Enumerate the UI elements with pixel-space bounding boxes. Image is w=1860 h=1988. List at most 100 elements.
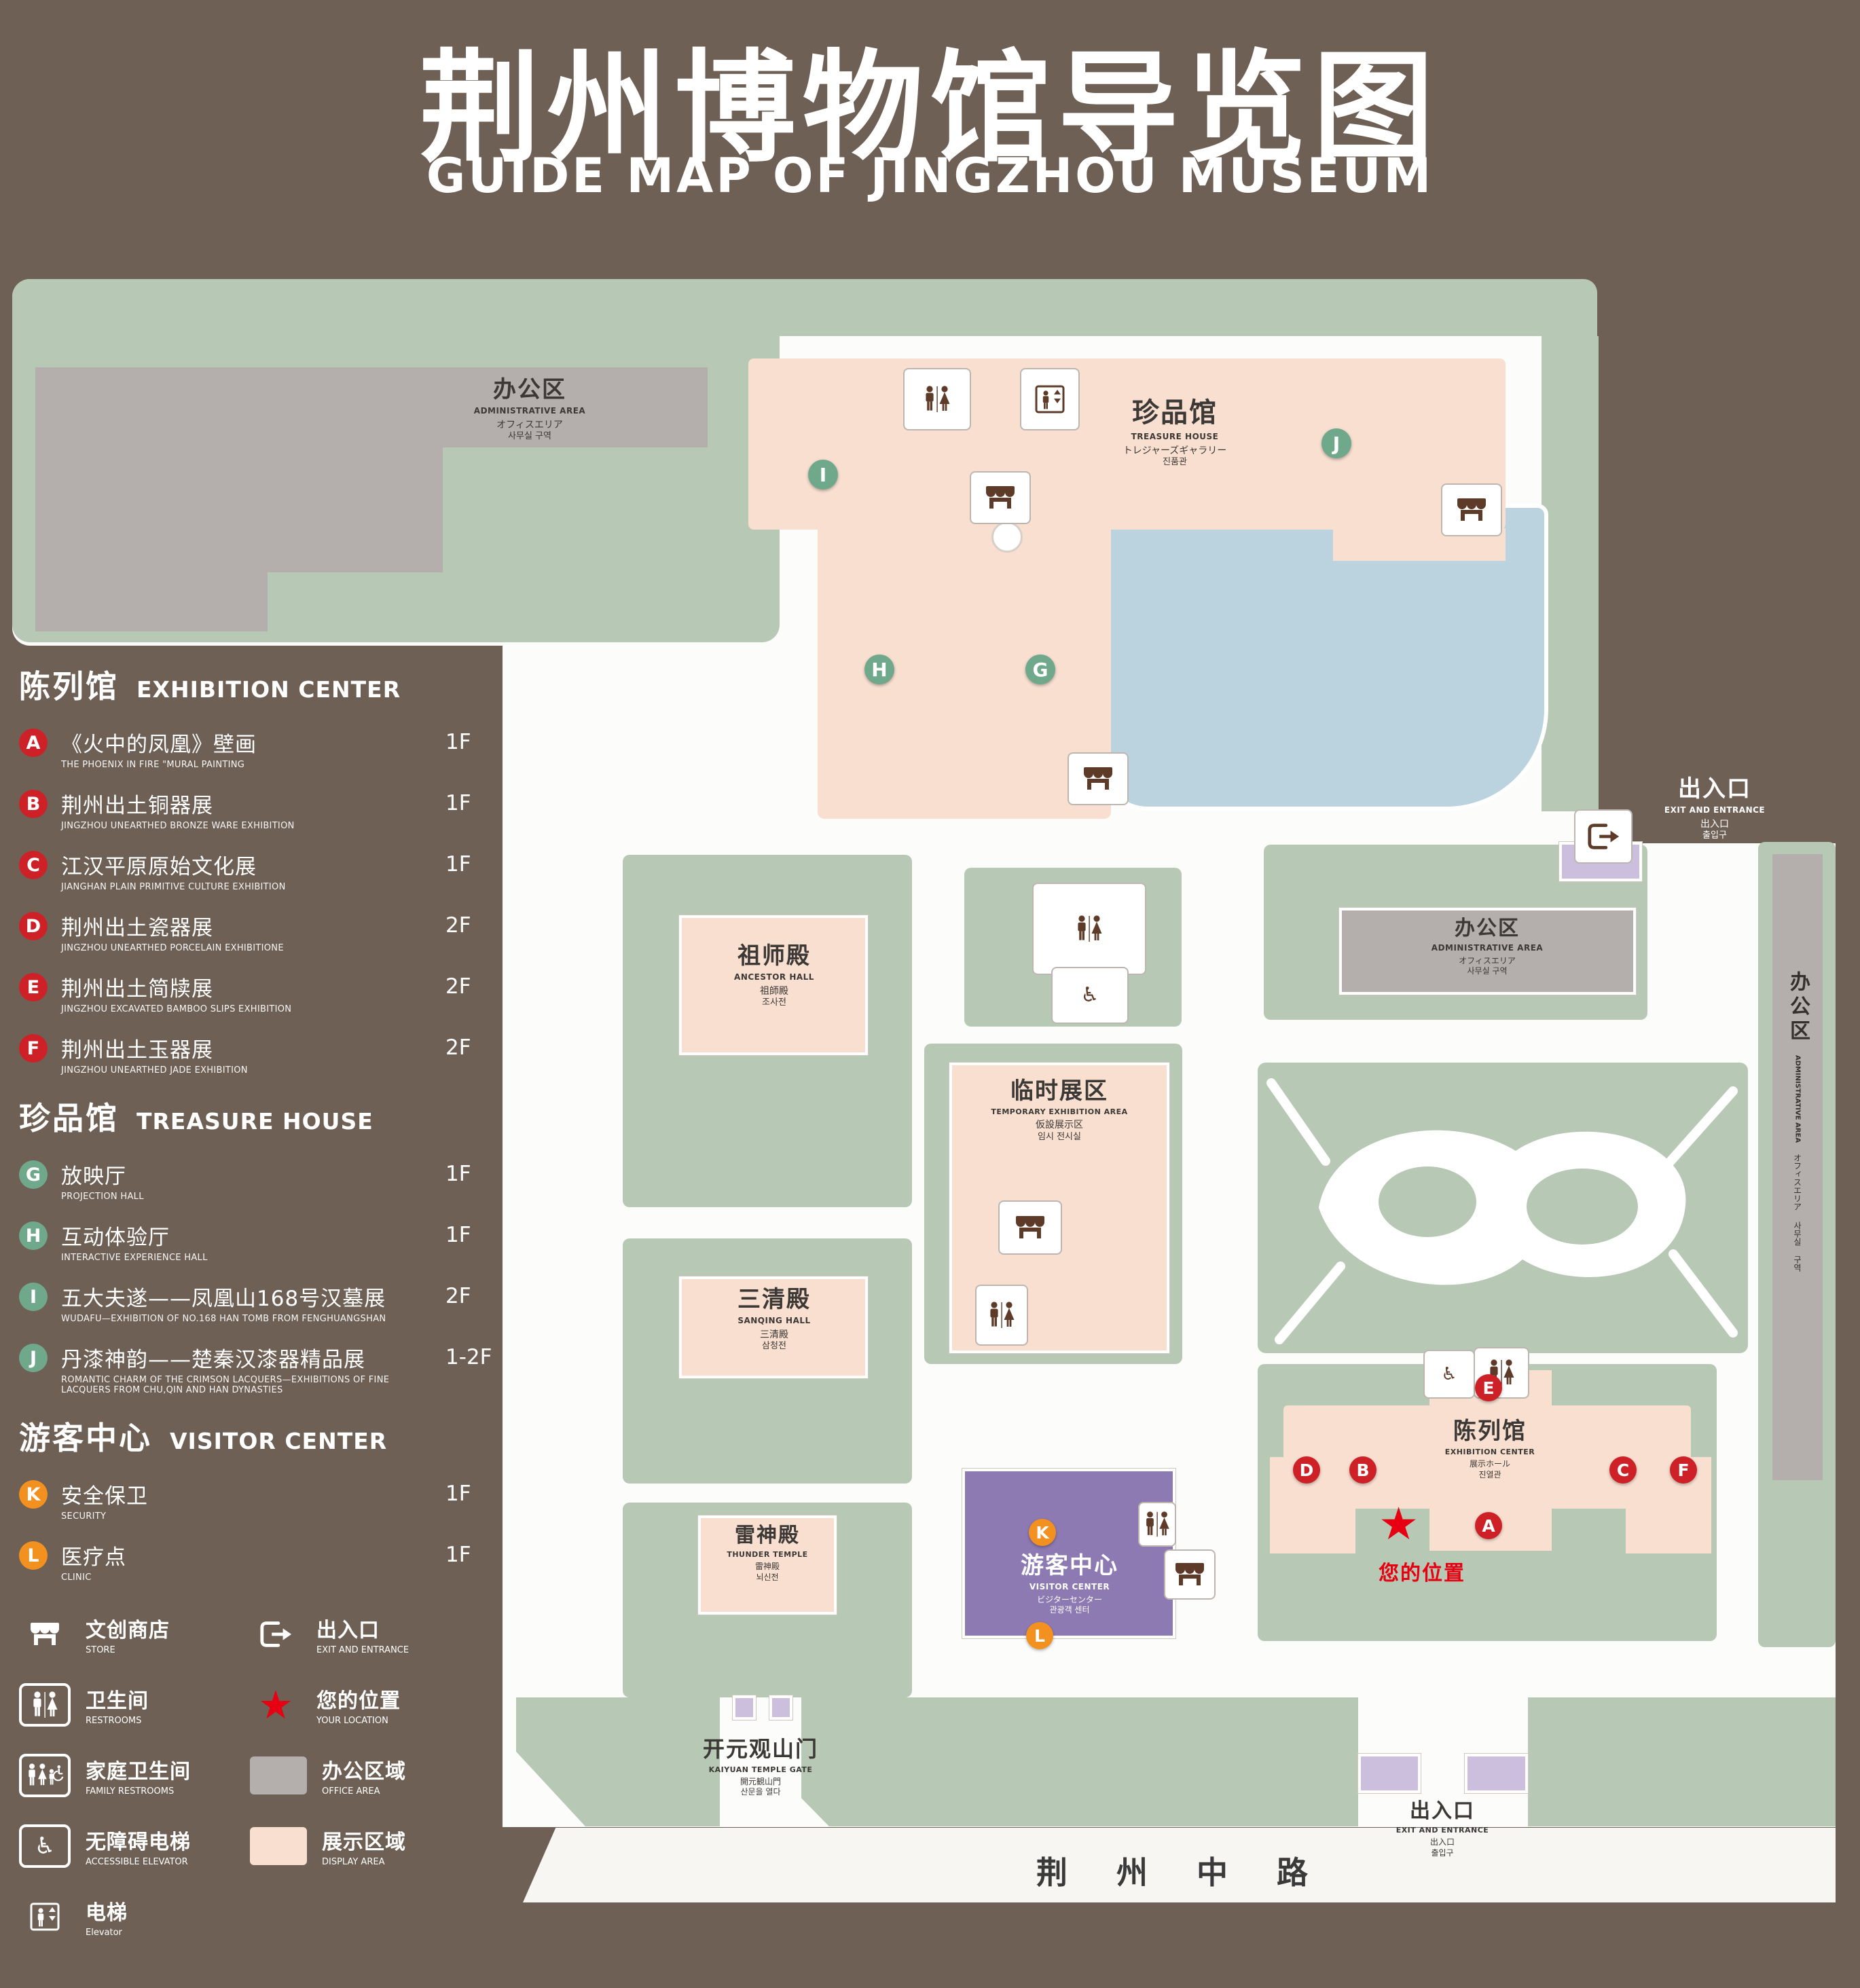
- store-icon: [1447, 490, 1496, 530]
- item-en: JINGZHOU UNEARTHED BRONZE WARE EXHIBITIO…: [61, 821, 295, 831]
- road: [523, 1828, 1836, 1902]
- road-label: 荆 州 中 路: [1036, 1854, 1328, 1891]
- icon-label-en: YOUR LOCATION: [316, 1716, 388, 1726]
- your-location-label: 您的位置: [1379, 1562, 1465, 1585]
- restroom-icon: [1142, 1506, 1172, 1543]
- label-en: ADMINISTRATIVE AREA: [473, 406, 586, 416]
- ancestor-hall-label: 祖师殿 ANCESTOR HALL 祖師殿 조사전: [686, 941, 862, 1009]
- item-en: SECURITY: [61, 1511, 107, 1522]
- item-en: PROJECTION HALL: [61, 1192, 144, 1202]
- treasure-round-feature: [991, 521, 1023, 553]
- restroom-icon: [26, 1690, 64, 1720]
- accessible-restroom-icon: ♿: [1051, 967, 1129, 1024]
- marker-d: D: [19, 912, 48, 940]
- map-marker-C: C: [1609, 1456, 1637, 1484]
- item-zh: 《火中的凤凰》壁画: [61, 733, 257, 757]
- label-zh: 办公区: [1786, 971, 1810, 1044]
- item-zh: 丹漆神韵——楚秦汉漆器精品展: [61, 1348, 365, 1372]
- icon-label-en: ACCESSIBLE ELEVATOR: [86, 1857, 188, 1867]
- item-en: THE PHOENIX IN FIRE "MURAL PAINTING: [61, 760, 245, 770]
- store-icon: [976, 477, 1025, 518]
- lawn-top-strip: [747, 279, 1597, 336]
- map-bg-patch: [1597, 642, 1842, 843]
- icon-label-zh: 您的位置: [316, 1689, 401, 1713]
- display-area-swatch: [250, 1827, 307, 1865]
- label-jp: オフィスエリア: [496, 419, 563, 430]
- marker-h: H: [19, 1221, 48, 1250]
- icon-label-zh: 办公区域: [322, 1760, 406, 1784]
- store-icon: [1164, 1549, 1216, 1600]
- marker-j: J: [19, 1344, 48, 1372]
- admin-side-label: 办公区 ADMINISTRATIVE AREA オフィスエリア 사무실 구역: [1764, 971, 1831, 1405]
- item-en: WUDAFU—EXHIBITION OF NO.168 HAN TOMB FRO…: [61, 1314, 386, 1324]
- section-title-en: VISITOR CENTER: [170, 1428, 388, 1454]
- item-floor: 2F: [445, 1035, 471, 1060]
- item-en: JINGZHOU UNEARTHED JADE EXHIBITION: [61, 1065, 248, 1075]
- label-kr: 출입구: [1702, 830, 1727, 841]
- label-jp: オフィスエリア: [1459, 955, 1516, 965]
- label-en: ADMINISTRATIVE AREA: [1793, 1055, 1802, 1143]
- map-marker-H: H: [864, 655, 894, 684]
- label-kr: 진품관: [1163, 456, 1187, 467]
- item-floor: 2F: [445, 913, 471, 938]
- legend-section-exhibition-header: 陈列馆 EXHIBITION CENTER: [19, 662, 498, 707]
- section-title-zh: 陈列馆: [19, 668, 119, 705]
- restroom-icon: [975, 1285, 1028, 1346]
- thunder-temple-building: [698, 1515, 837, 1615]
- marker-l: L: [19, 1541, 48, 1570]
- label-zh: 游客中心: [1021, 1552, 1118, 1579]
- marker-f: F: [19, 1034, 48, 1063]
- item-floor: 1F: [445, 1481, 471, 1506]
- store-icon: [1004, 1207, 1056, 1249]
- store-icon: [1170, 1556, 1209, 1594]
- restroom-icon: [1138, 1502, 1176, 1547]
- marker-g: G: [19, 1160, 48, 1189]
- label-en: TREASURE HOUSE: [1131, 432, 1219, 441]
- label-zh: 办公区: [493, 376, 566, 403]
- label-jp: 仮設展示区: [1036, 1120, 1083, 1131]
- family-restroom-icon: [26, 1761, 64, 1790]
- entrance-building-bottom: [1465, 1754, 1528, 1793]
- item-zh: 荆州出土简牍展: [61, 977, 213, 1001]
- item-en: CLINIC: [61, 1572, 92, 1583]
- wheelchair-icon: ♿: [1080, 983, 1099, 1007]
- exit-icon: [1574, 809, 1633, 864]
- label-en: SANQING HALL: [737, 1316, 811, 1326]
- label-jp: 出入口: [1429, 1837, 1455, 1847]
- restroom-icon: [909, 374, 965, 424]
- map-marker-J: J: [1321, 428, 1351, 458]
- item-floor: 1-2F: [445, 1345, 492, 1369]
- label-en: KAIYUAN TEMPLE GATE: [708, 1765, 813, 1774]
- item-floor: 2F: [445, 1284, 471, 1308]
- map-marker-B: B: [1349, 1456, 1376, 1484]
- item-zh: 安全保卫: [61, 1484, 148, 1509]
- exit-icon: [1580, 815, 1626, 858]
- label-zh: 出入口: [1678, 775, 1751, 803]
- icon-label-en: FAMILY RESTROOMS: [86, 1786, 175, 1797]
- marker-b: B: [19, 790, 48, 818]
- icon-label-en: Elevator: [86, 1928, 122, 1938]
- item-floor: 2F: [445, 974, 471, 999]
- label-jp: ビジターセンター: [1037, 1594, 1102, 1604]
- item-en: JINGZHOU UNEARTHED PORCELAIN EXHIBITIONE: [61, 943, 284, 953]
- item-en: JIANGHAN PLAIN PRIMITIVE CULTURE EXHIBIT…: [61, 882, 286, 892]
- entrance-building-bottom: [1358, 1754, 1421, 1793]
- item-en: ROMANTIC CHARM OF THE CRIMSON LACQUERS—E…: [61, 1375, 390, 1395]
- restroom-icon: [903, 368, 971, 430]
- store-icon: [998, 1200, 1062, 1255]
- gate-label: 开元观山门 KAIYUAN TEMPLE GATE 開元観山門 산문을 열다: [659, 1735, 862, 1798]
- icon-label-zh: 文创商店: [86, 1619, 170, 1642]
- accessible-elevator-icon: ♿: [1423, 1350, 1475, 1399]
- label-kr: 삼청전: [762, 1340, 786, 1351]
